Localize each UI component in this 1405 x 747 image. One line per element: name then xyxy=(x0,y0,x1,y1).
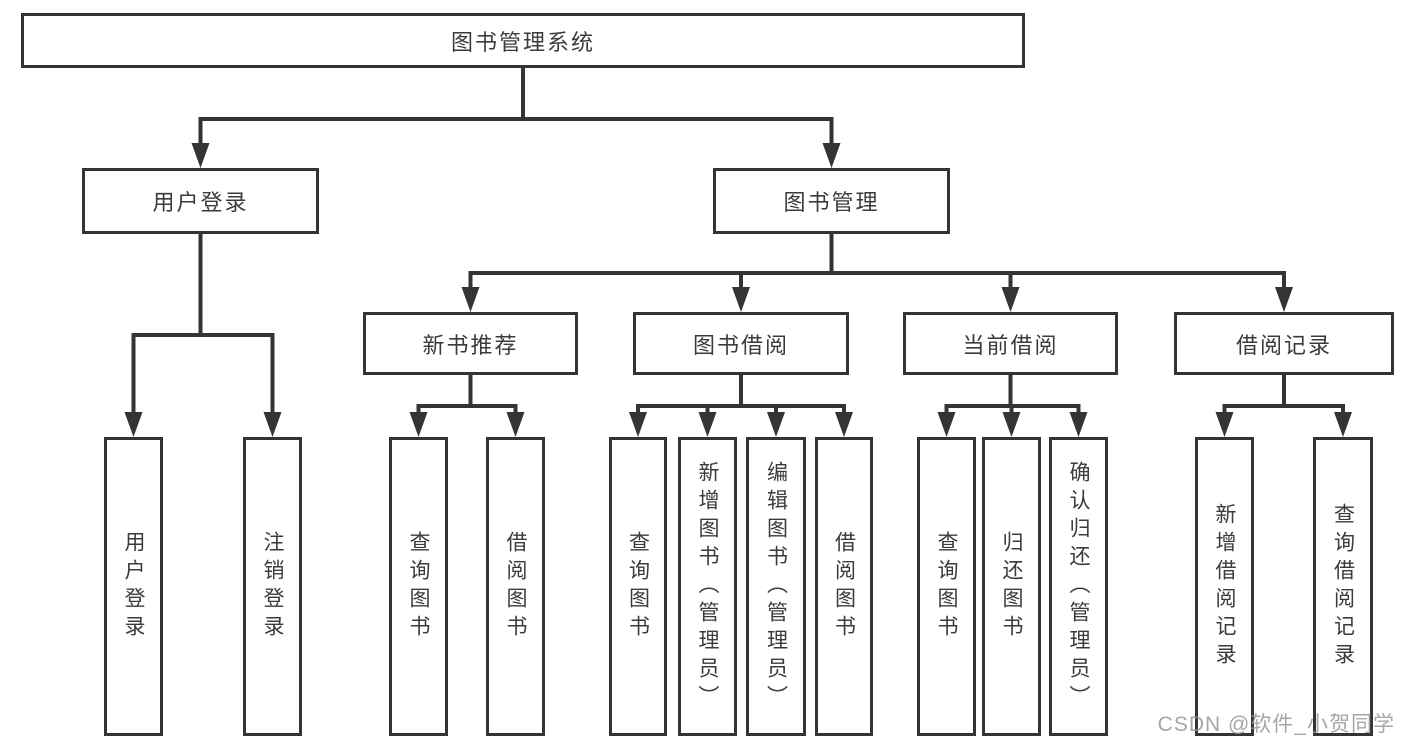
node-new-book-recommend: 新书推荐 xyxy=(363,312,578,375)
leaf-borrow-books: 借阅图书 xyxy=(815,437,873,736)
leaf-add-books-admin: 新增图书（管理员） xyxy=(678,437,737,736)
leaf-query-books-current: 查询图书 xyxy=(917,437,976,736)
leaf-edit-books-admin: 编辑图书（管理员） xyxy=(746,437,806,736)
leaf-query-books-borrowing: 查询图书 xyxy=(609,437,667,736)
node-book-management: 图书管理 xyxy=(713,168,950,234)
node-current-borrowing: 当前借阅 xyxy=(903,312,1118,375)
leaf-add-borrow-record: 新增借阅记录 xyxy=(1195,437,1254,736)
node-library-management-system: 图书管理系统 xyxy=(21,13,1025,68)
leaf-user-login: 用户登录 xyxy=(104,437,163,736)
node-book-borrowing: 图书借阅 xyxy=(633,312,849,375)
leaf-borrow-books-recommend: 借阅图书 xyxy=(486,437,545,736)
leaf-query-books-recommend: 查询图书 xyxy=(389,437,448,736)
leaf-return-books: 归还图书 xyxy=(982,437,1041,736)
leaf-logout: 注销登录 xyxy=(243,437,302,736)
node-user-login: 用户登录 xyxy=(82,168,319,234)
leaf-query-borrow-record: 查询借阅记录 xyxy=(1313,437,1373,736)
leaf-confirm-return-admin: 确认归还（管理员） xyxy=(1049,437,1108,736)
csdn-watermark: CSDN @软件_小贺同学 xyxy=(1157,713,1395,736)
arrowheads xyxy=(124,143,1352,437)
node-borrowing-records: 借阅记录 xyxy=(1174,312,1394,375)
